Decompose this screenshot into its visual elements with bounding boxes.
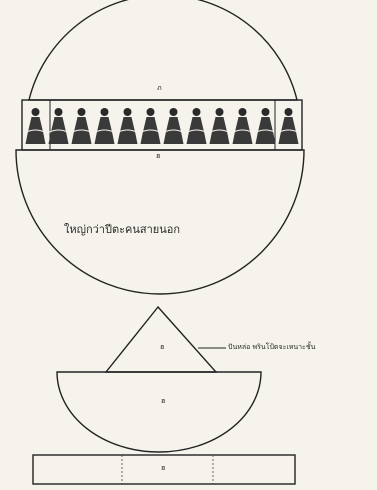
- seated-figure: [279, 108, 299, 144]
- seated-figure: [95, 108, 115, 144]
- band-marker: ฮ: [156, 153, 160, 160]
- upper-circle-cap: [29, 0, 297, 100]
- base-marker: ฮ: [161, 465, 165, 472]
- seated-figure: [210, 108, 230, 144]
- seated-figure: [72, 108, 92, 144]
- large-disc-caption: ใหญ่กว่าปีตะคนสายนอก: [64, 224, 180, 235]
- lower-circle: [16, 150, 304, 294]
- bowl-part: [57, 372, 261, 452]
- seated-figure: [187, 108, 207, 144]
- triangle-part: [106, 307, 216, 372]
- bowl-marker: ฮ: [161, 398, 165, 405]
- seated-figure: [118, 108, 138, 144]
- seated-figure: [141, 108, 161, 144]
- seated-figure: [233, 108, 253, 144]
- seated-figure: [49, 108, 69, 144]
- seated-figure: [164, 108, 184, 144]
- band-figures: [26, 108, 299, 144]
- seated-figure: [26, 108, 46, 144]
- top-marker: ภ: [157, 85, 162, 92]
- triangle-marker: ฮ: [160, 344, 164, 351]
- seated-figure: [256, 108, 276, 144]
- side-caption: ปันหล่อ พรินโป้ตจะเหนาะชั้น: [228, 344, 315, 351]
